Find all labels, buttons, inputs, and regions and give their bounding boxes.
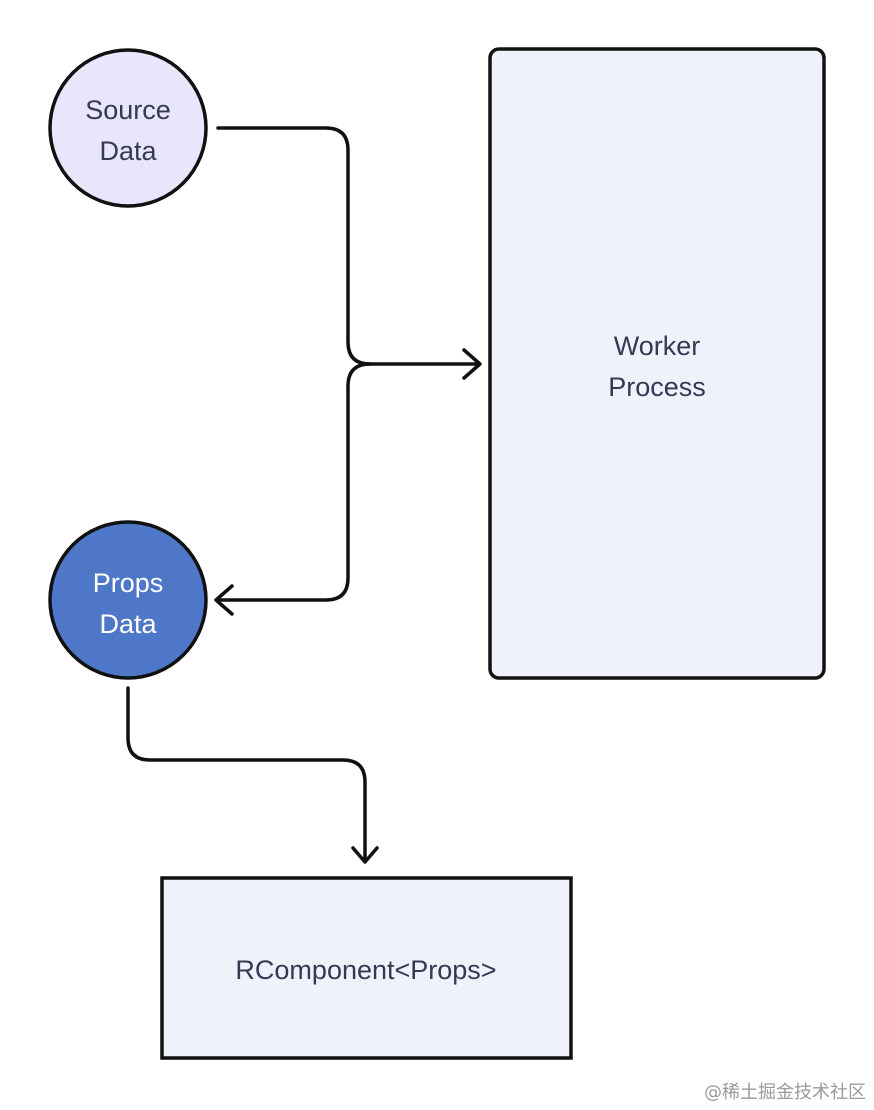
props-data-label-line1: Props xyxy=(93,568,164,598)
worker-process-box xyxy=(488,47,826,680)
rcomponent-label: RComponent<Props> xyxy=(235,955,496,985)
source-data-node: Source Data xyxy=(48,48,208,208)
source-data-label-line2: Data xyxy=(99,136,157,166)
props-data-node: Props Data xyxy=(48,520,208,680)
worker-process-node: Worker Process xyxy=(488,47,826,680)
arrowhead-props xyxy=(214,584,234,616)
source-data-circle xyxy=(48,48,208,208)
props-data-label-line2: Data xyxy=(99,609,157,639)
worker-process-label-line2: Process xyxy=(608,372,706,402)
props-data-circle xyxy=(48,520,208,680)
rcomponent-node: RComponent<Props> xyxy=(160,876,573,1060)
edge-source-to-worker xyxy=(216,126,480,366)
worker-process-label-line1: Worker xyxy=(614,331,701,361)
edge-worker-to-props xyxy=(216,362,372,602)
arrowhead-rcomponent xyxy=(351,846,379,864)
rcomponent-box xyxy=(160,876,573,1060)
arrowhead-worker xyxy=(462,348,482,380)
watermark: @稀土掘金技术社区 xyxy=(704,1082,866,1103)
edge-props-to-rcomponent xyxy=(126,686,367,862)
source-data-label-line1: Source xyxy=(85,95,171,125)
